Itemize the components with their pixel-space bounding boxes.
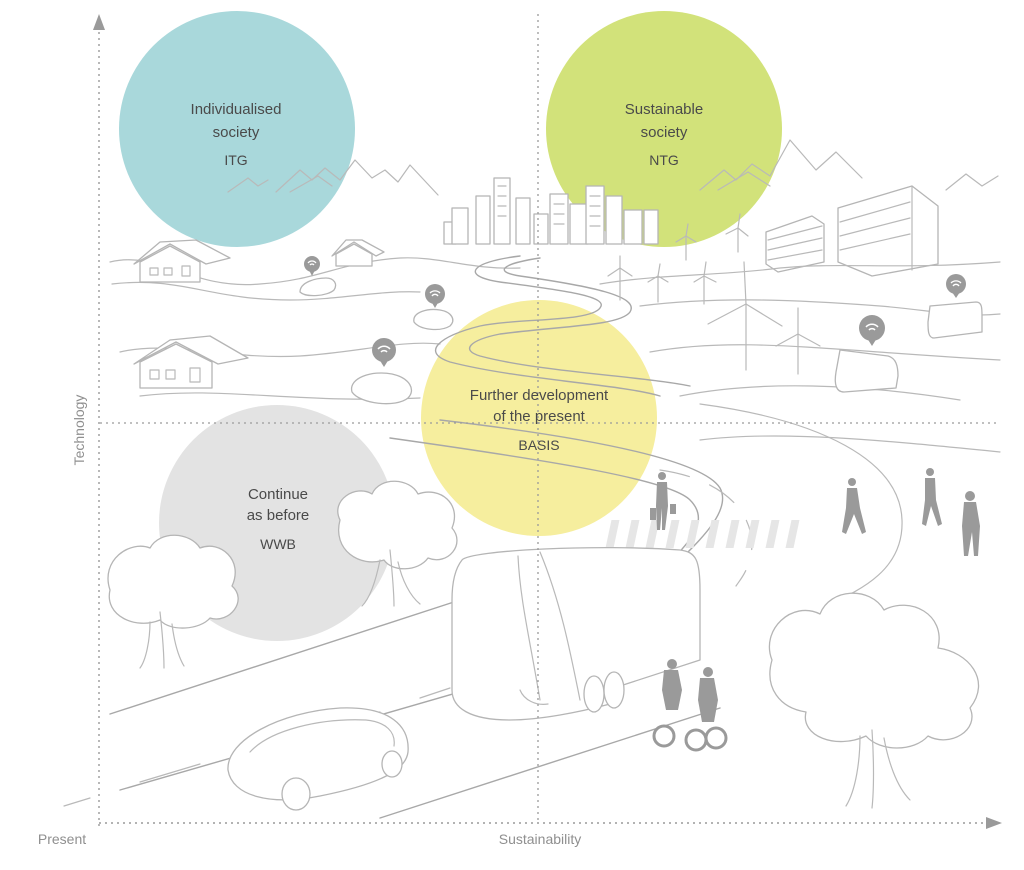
scenario-basis-code: BASIS — [518, 437, 559, 453]
scenario-itg-line2: society — [213, 124, 260, 141]
wifi-pin-icon — [304, 256, 966, 367]
car-icon — [299, 277, 454, 405]
x-axis-arrow-icon — [986, 817, 1002, 829]
scenario-ntg-code: NTG — [649, 152, 679, 168]
scenario-wwb-line2: as before — [247, 507, 310, 524]
tree-icon-3 — [768, 592, 980, 809]
modern-buildings — [765, 185, 939, 277]
house-icon-3 — [133, 335, 249, 389]
circle-ntg — [546, 11, 782, 247]
scenario-label-ntg: Sustainable society NTG — [625, 101, 703, 168]
bus-icon — [834, 301, 983, 393]
scenario-itg-line1: Individualised — [191, 101, 282, 118]
x-axis-label: Sustainability — [499, 831, 582, 847]
scenario-label-itg: Individualised society ITG — [191, 101, 282, 168]
scenario-wwb-line1: Continue — [248, 486, 308, 503]
axes — [93, 14, 1002, 829]
y-axis-arrow-icon — [93, 14, 105, 30]
winding-road — [389, 255, 903, 605]
house-icon-2 — [331, 239, 385, 267]
mountains — [227, 139, 999, 196]
scenario-label-basis: Further development of the present BASIS — [470, 387, 609, 453]
cyclist-icon — [652, 659, 728, 752]
circle-basis — [421, 300, 657, 536]
wind-turbine-icon — [607, 213, 821, 375]
landscape-sketch — [63, 139, 1001, 819]
scenario-basis-line2: of the present — [493, 408, 586, 425]
scenario-ntg-line1: Sustainable — [625, 101, 703, 118]
origin-label: Present — [38, 831, 86, 847]
scenario-wwb-code: WWB — [260, 536, 296, 552]
scenario-ntg-line2: society — [641, 124, 688, 141]
autonomous-bus — [451, 546, 701, 721]
quadrant-dividers — [100, 14, 1000, 820]
y-axis-label: Technology — [71, 395, 87, 466]
foreground-car — [227, 707, 409, 811]
pedestrian-icon — [650, 468, 980, 556]
scenario-itg-code: ITG — [224, 152, 247, 168]
scenario-basis-line1: Further development — [470, 387, 609, 404]
tree-icon — [107, 534, 239, 669]
scenario-label-wwb: Continue as before WWB — [247, 486, 310, 552]
house-icon — [133, 239, 231, 283]
tree-icon-2 — [337, 480, 458, 607]
crosswalk — [605, 520, 800, 548]
